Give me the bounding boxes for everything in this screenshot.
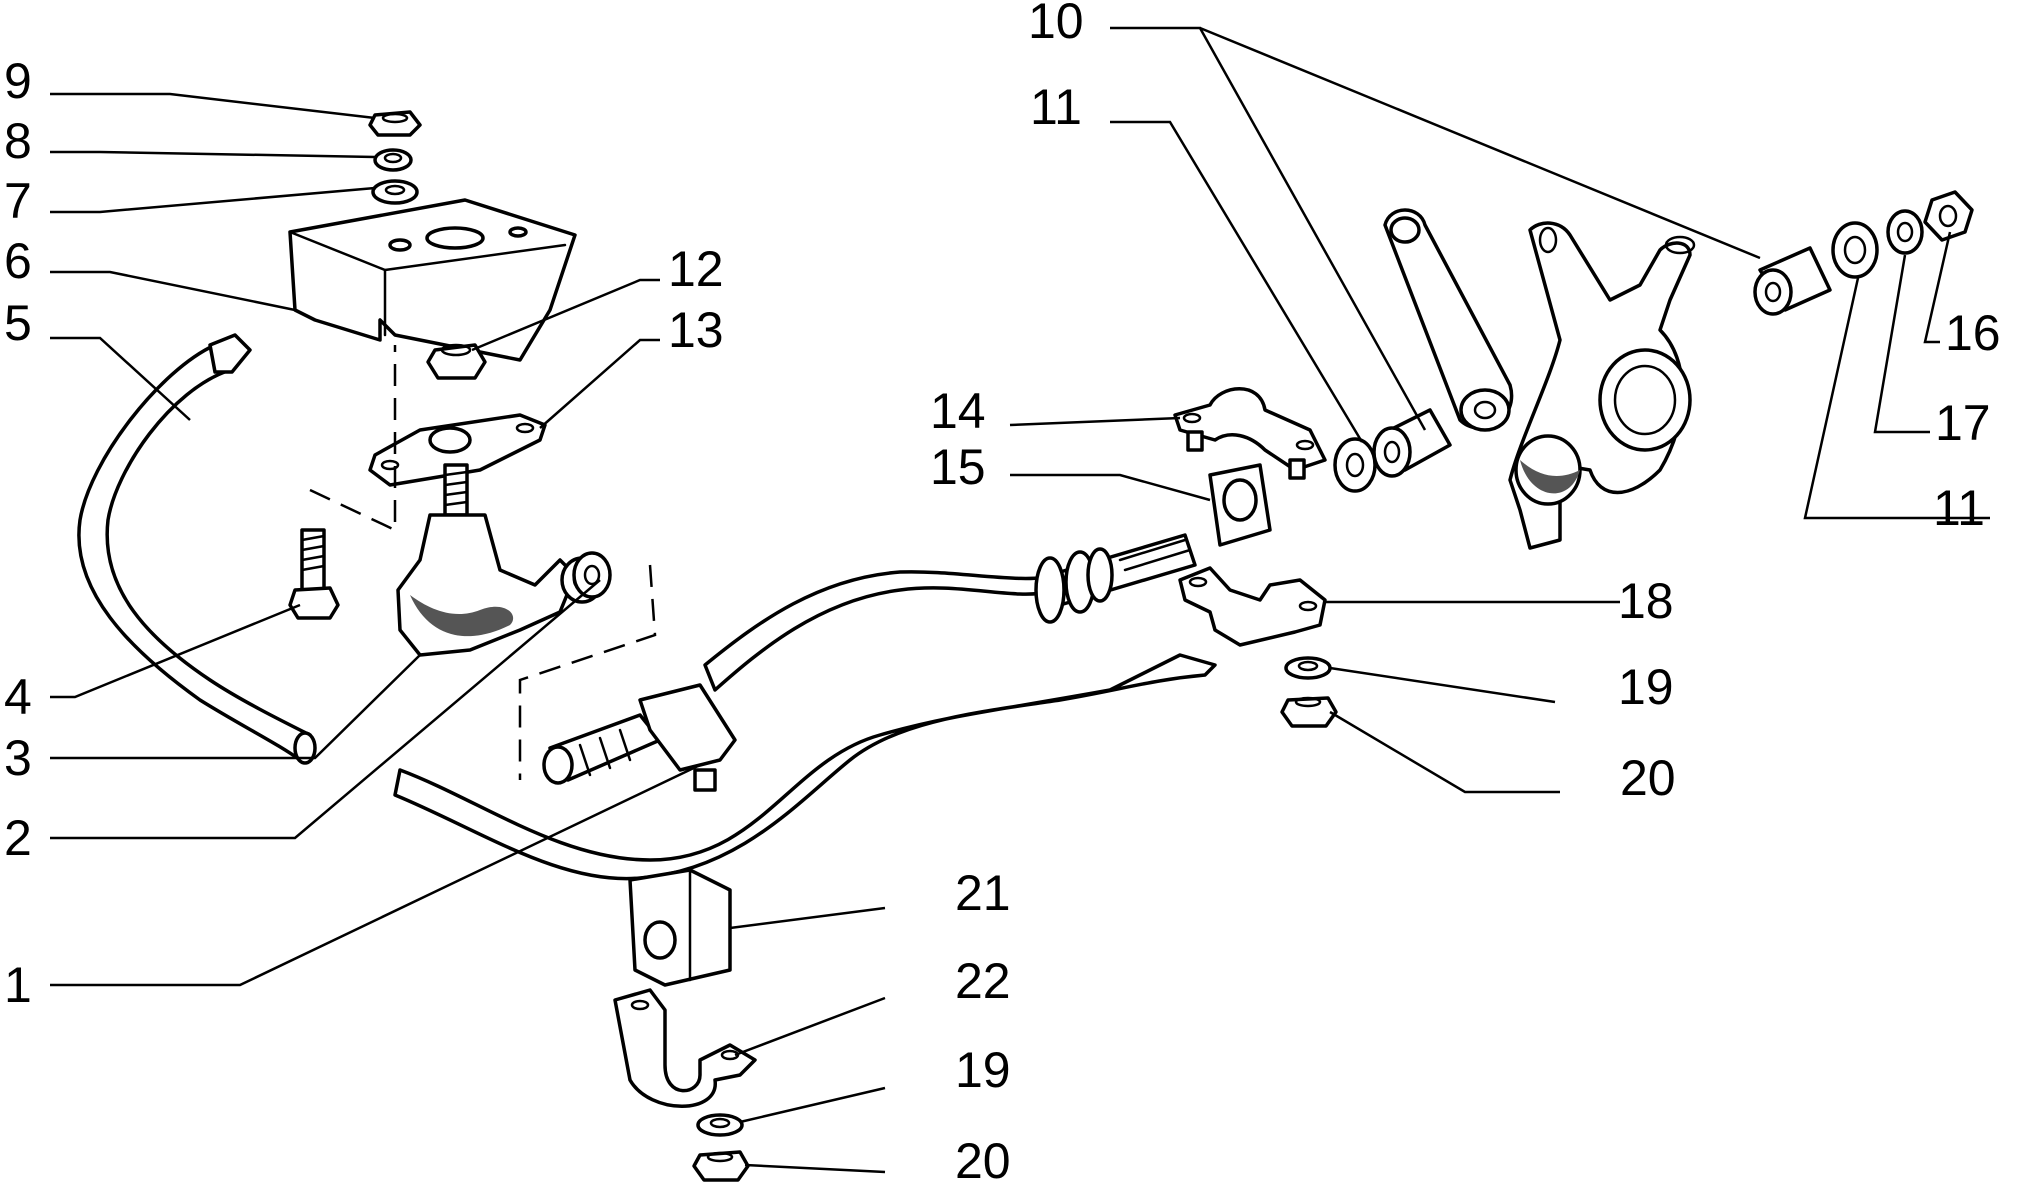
bolt-4 — [288, 528, 340, 620]
bush-15 — [1208, 463, 1272, 547]
bracket-18 — [1178, 566, 1327, 647]
callout-8: 8 — [4, 113, 32, 169]
shield-plate — [288, 198, 577, 362]
callout-15: 15 — [930, 439, 986, 495]
nut-20-right — [1280, 696, 1338, 728]
clamp-22 — [613, 988, 757, 1108]
nut-16 — [1923, 190, 1974, 242]
washer-11-right — [1831, 221, 1879, 279]
callout-21: 21 — [955, 865, 1011, 921]
callout-1: 1 — [4, 957, 32, 1013]
callout-20-right: 20 — [1620, 750, 1676, 806]
callout-labels: 1 2 3 4 5 6 7 8 9 10 11 11 12 13 14 15 1… — [4, 0, 2001, 1187]
ball-joint-3 — [396, 463, 604, 657]
washer-19-right — [1284, 656, 1332, 680]
callout-18: 18 — [1618, 573, 1674, 629]
link-rod — [1034, 533, 1197, 624]
callout-4: 4 — [4, 669, 32, 725]
callout-11-right: 11 — [1933, 480, 1985, 536]
washer-19-bottom — [696, 1113, 744, 1137]
callout-19-bottom: 19 — [955, 1042, 1011, 1098]
suspension-arm — [1383, 208, 1514, 432]
callout-16: 16 — [1945, 305, 2001, 361]
callout-22: 22 — [955, 953, 1011, 1009]
washer-7 — [371, 179, 419, 205]
callout-13: 13 — [668, 302, 724, 358]
callout-6: 6 — [4, 233, 32, 289]
callout-5: 5 — [4, 295, 32, 351]
leader-lines — [50, 26, 1990, 1174]
callout-20-bottom: 20 — [955, 1133, 1011, 1187]
nut-9 — [368, 110, 422, 137]
washer-17 — [1886, 209, 1924, 255]
callout-2: 2 — [4, 810, 32, 866]
callout-12: 12 — [668, 241, 724, 297]
washer-11-left — [1333, 437, 1377, 493]
bar-end-link — [542, 683, 737, 792]
callout-10: 10 — [1028, 0, 1084, 49]
bush-10-left — [1372, 408, 1452, 478]
bar-left-section — [77, 333, 317, 765]
callout-11-top: 11 — [1030, 79, 1082, 135]
callout-9: 9 — [4, 53, 32, 109]
callout-7: 7 — [4, 173, 32, 229]
bush-21 — [628, 868, 732, 987]
callout-17: 17 — [1935, 395, 1991, 451]
washer-2 — [572, 551, 612, 599]
assembly-guides-left — [309, 345, 657, 780]
nut-12 — [426, 343, 487, 380]
hub-carrier — [1508, 221, 1696, 550]
spring-washer-8 — [373, 148, 413, 172]
callout-14: 14 — [930, 383, 986, 439]
bush-10-right — [1753, 246, 1832, 316]
plate-13 — [368, 413, 547, 487]
clamp-14 — [1173, 387, 1327, 480]
nut-20-bottom — [692, 1150, 750, 1182]
callout-3: 3 — [4, 730, 32, 786]
callout-19-right: 19 — [1618, 659, 1674, 715]
